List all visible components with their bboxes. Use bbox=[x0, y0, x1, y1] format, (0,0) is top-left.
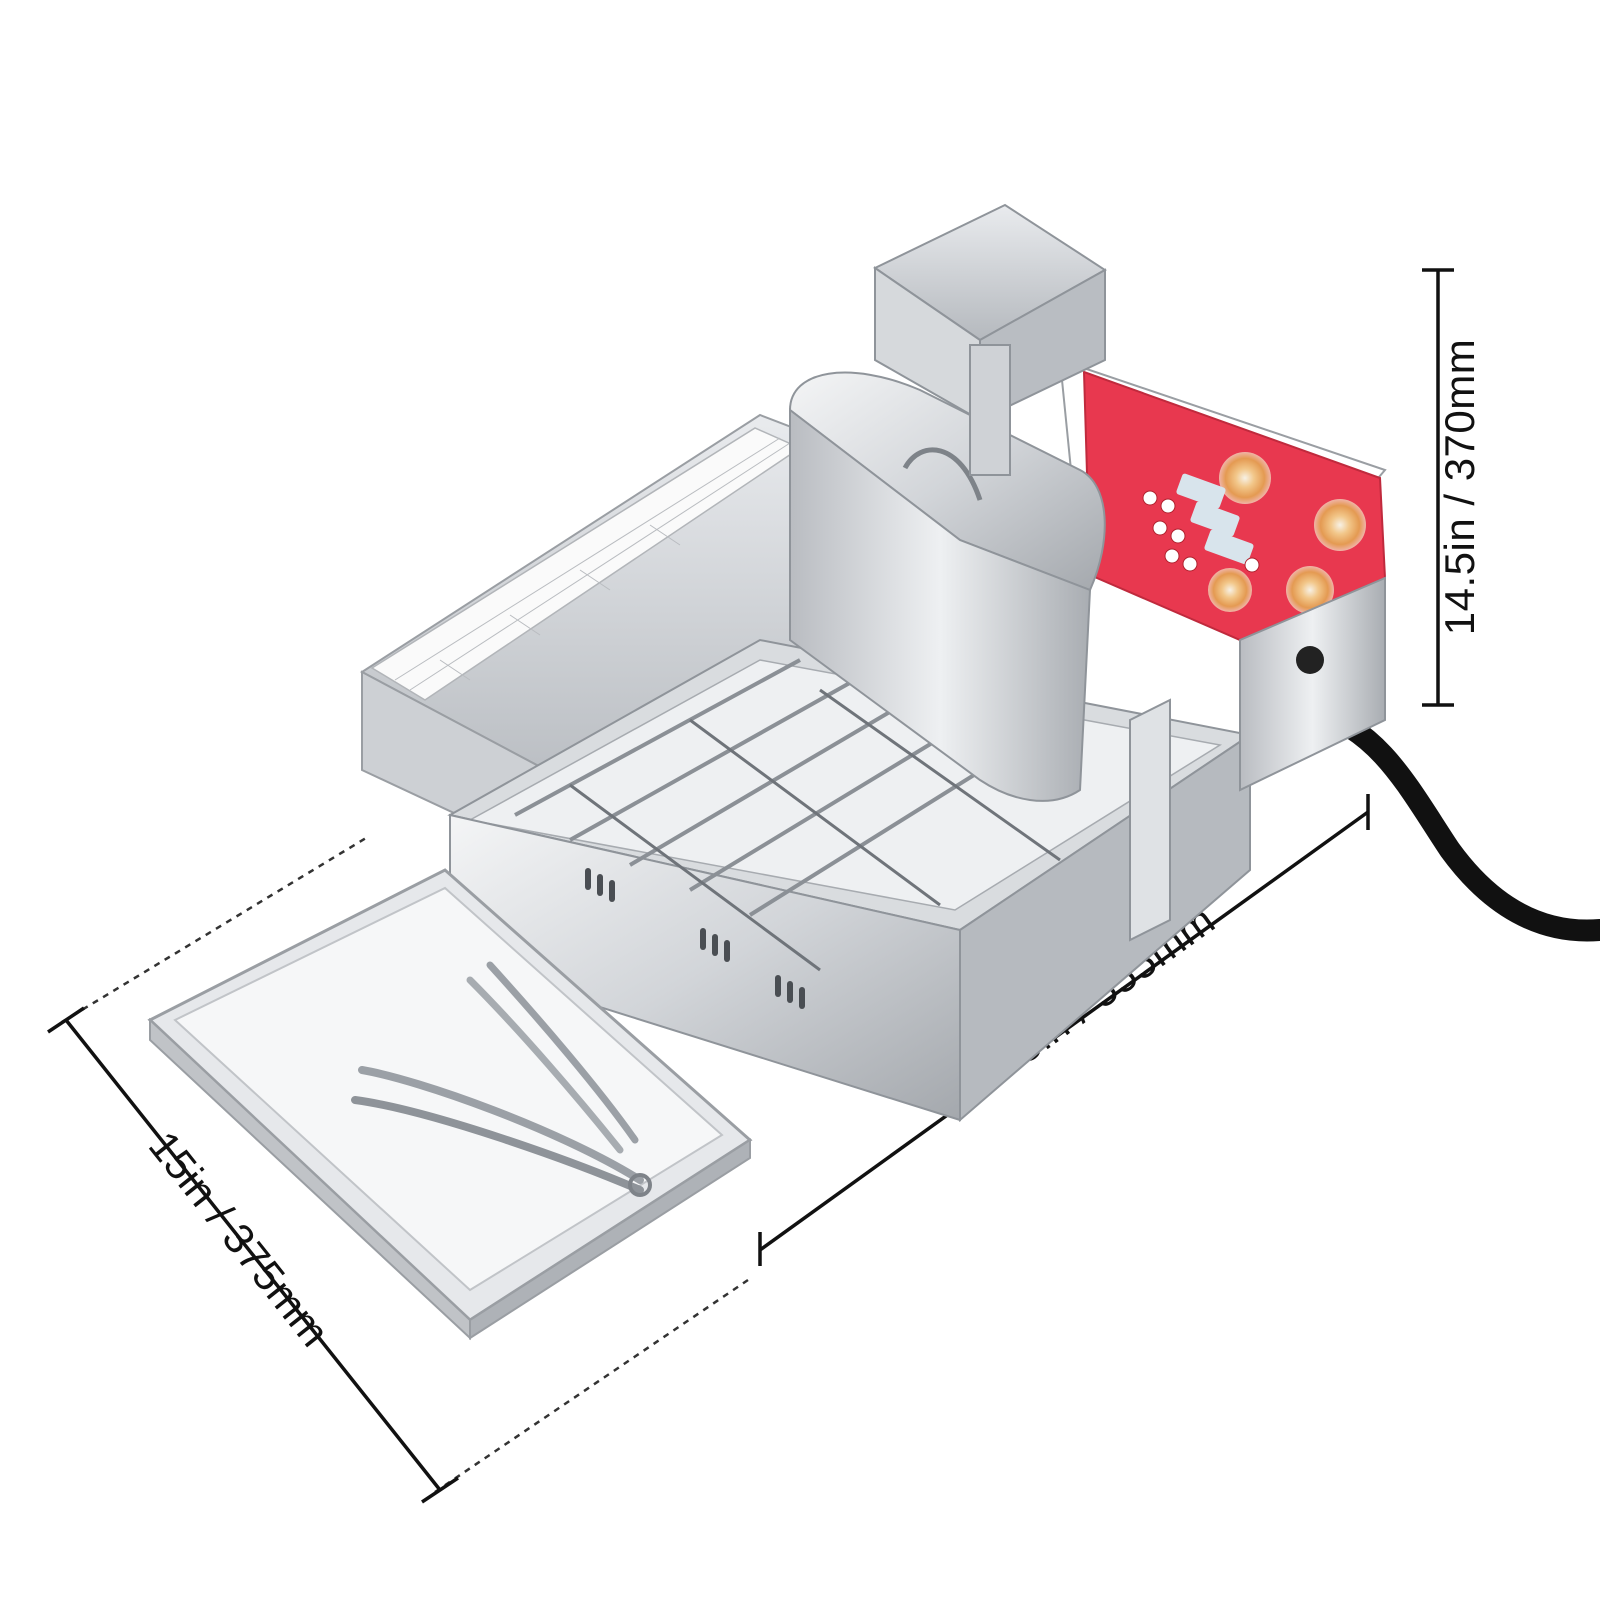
donut-illustration bbox=[1219, 452, 1271, 504]
minus-button[interactable] bbox=[1142, 490, 1158, 506]
timer-display bbox=[1190, 501, 1240, 537]
minus-button[interactable] bbox=[1164, 548, 1180, 564]
digital-displays bbox=[1176, 473, 1254, 565]
donut-illustration bbox=[1314, 499, 1366, 551]
serving-tongs[interactable] bbox=[351, 961, 652, 1197]
width-dimension-line bbox=[64, 1018, 442, 1492]
control-buttons bbox=[1142, 490, 1260, 573]
width-dimension-cap-top bbox=[47, 1006, 85, 1034]
plus-button[interactable] bbox=[1160, 498, 1176, 514]
batter-hopper-body bbox=[789, 407, 1092, 802]
power-knob[interactable] bbox=[1296, 646, 1324, 674]
width-dimension-cap-bottom bbox=[421, 1476, 459, 1504]
conveyor-slots bbox=[585, 868, 805, 1009]
conveyor-bars bbox=[569, 688, 1061, 972]
power-button[interactable] bbox=[1244, 557, 1260, 573]
minus-button[interactable] bbox=[1152, 520, 1168, 536]
side-lever-plate bbox=[1129, 698, 1171, 942]
plunger-arm bbox=[969, 344, 1011, 476]
plus-button[interactable] bbox=[1170, 528, 1186, 544]
width-extension-line-bottom bbox=[434, 1278, 749, 1494]
time-display bbox=[1176, 473, 1226, 509]
donut-illustration bbox=[1286, 566, 1334, 614]
control-box-side bbox=[1239, 576, 1386, 792]
height-dimension-label: 14.5in / 370mm bbox=[1436, 339, 1483, 636]
donut-fryer-machine bbox=[360, 203, 1387, 1123]
instruction-label-table bbox=[394, 437, 791, 691]
height-dimension: 14.5in / 370mm bbox=[1422, 268, 1483, 707]
donut-illustration bbox=[1208, 568, 1252, 612]
plus-button[interactable] bbox=[1182, 556, 1198, 572]
hopper-handle[interactable] bbox=[902, 447, 983, 501]
temperature-display bbox=[1204, 529, 1254, 565]
